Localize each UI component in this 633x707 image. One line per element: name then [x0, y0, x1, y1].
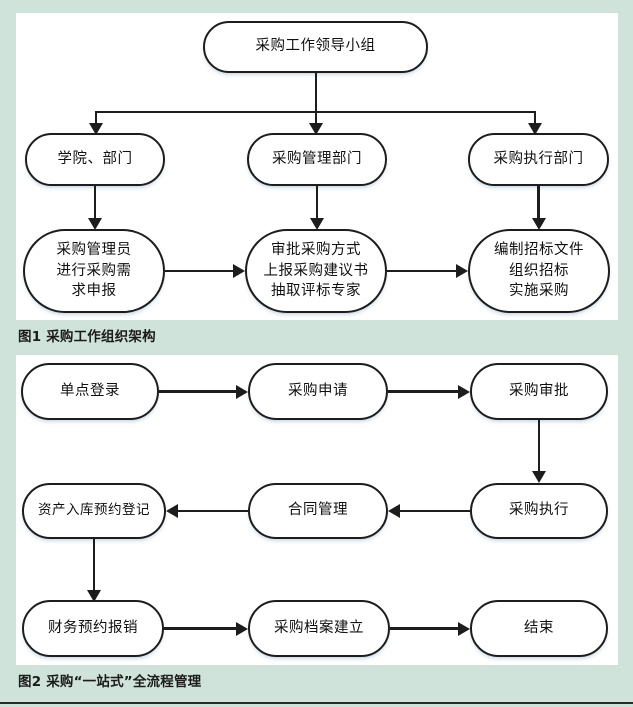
node-label: 编制招标文件 组织招标 实施采购 [494, 242, 584, 300]
connector-contract-to-asset [178, 509, 248, 513]
node-college-dept[interactable]: 学院、部门 [25, 133, 165, 186]
arrow-to-approve-method [310, 218, 324, 230]
figure1-panel: 采购工作领导小组 学院、部门 采购管理部门 采购执行部门 [16, 13, 618, 320]
connector-finance-to-archive [164, 627, 236, 630]
arrow-execution-to-contract [388, 504, 400, 518]
arrow-sso-to-request [236, 384, 248, 399]
node-label: 学院、部门 [57, 150, 133, 167]
connector-request-to-approval [388, 390, 458, 393]
connector-college-to-admin [93, 186, 97, 220]
arrow-request-to-approval [458, 384, 470, 399]
arrow-admin-to-approve [233, 264, 245, 278]
arrow-archive-to-end [458, 621, 470, 636]
figure2-caption: 图2 采购“一站式”全流程管理 [18, 674, 202, 690]
node-purchase-execution[interactable]: 采购执行 [470, 483, 608, 539]
arrow-to-prepare-tender [531, 218, 546, 230]
node-label: 采购执行部门 [493, 150, 584, 167]
connector-exec-to-tender [537, 186, 540, 220]
node-contract-management[interactable]: 合同管理 [248, 483, 388, 539]
connector-bus-drop-right [534, 111, 537, 125]
arrow-approve-to-tender [456, 264, 468, 278]
node-label: 采购管理员 进行采购需 求申报 [56, 242, 132, 300]
node-label: 财务预约报销 [48, 619, 138, 636]
node-admin-declare[interactable]: 采购管理员 进行采购需 求申报 [23, 229, 165, 313]
node-purchase-approval[interactable]: 采购审批 [470, 363, 608, 420]
node-label: 资产入库预约登记 [38, 502, 150, 519]
arrow-finance-to-archive [236, 621, 248, 636]
connector-approve-to-tender [387, 269, 456, 273]
arrow-to-procurement-exec-dept [528, 123, 542, 135]
connector-leader-trunk [314, 73, 318, 112]
node-single-sign-on[interactable]: 单点登录 [21, 363, 159, 420]
connector-asset-to-finance [92, 539, 96, 592]
figure1-caption: 图1 采购工作组织架构 [18, 329, 156, 345]
node-purchase-request[interactable]: 采购申请 [248, 363, 388, 420]
node-label: 采购档案建立 [274, 619, 364, 636]
node-finance-reimbursement[interactable]: 财务预约报销 [22, 600, 164, 657]
arrow-to-college-dept [89, 123, 103, 135]
node-label: 采购管理部门 [272, 150, 362, 167]
node-label: 采购执行 [509, 502, 569, 519]
node-label: 采购工作领导小组 [255, 38, 376, 55]
node-asset-inbound-registration[interactable]: 资产入库预约登记 [22, 483, 166, 539]
node-procurement-exec-dept[interactable]: 采购执行部门 [468, 133, 609, 186]
node-approve-method[interactable]: 审批采购方式 上报采购建议书 抽取评标专家 [245, 229, 387, 313]
arrow-to-admin-declare [88, 218, 102, 230]
node-label: 采购审批 [509, 382, 569, 399]
node-end[interactable]: 结束 [470, 600, 608, 657]
connector-execution-to-contract [400, 509, 470, 513]
node-label: 单点登录 [60, 382, 120, 399]
arrow-approval-to-execution [532, 471, 546, 483]
connector-bus-drop-left [95, 111, 98, 125]
arrow-contract-to-asset [166, 504, 178, 518]
arrow-to-procurement-mgmt-dept [309, 123, 323, 135]
node-label: 采购申请 [288, 382, 348, 399]
node-label: 结束 [524, 619, 554, 636]
connector-mgmt-to-approve [315, 186, 319, 220]
connector-approval-to-execution [537, 420, 541, 473]
arrow-asset-to-finance [87, 590, 101, 602]
connector-bus-drop-middle [314, 111, 318, 125]
node-leader-group[interactable]: 采购工作领导小组 [203, 21, 428, 73]
page-bottom-rule [0, 702, 633, 704]
connector-archive-to-end [390, 627, 458, 630]
node-archive-creation[interactable]: 采购档案建立 [248, 600, 390, 657]
node-label: 合同管理 [288, 502, 348, 519]
connector-admin-to-approve [165, 269, 233, 273]
node-label: 审批采购方式 上报采购建议书 抽取评标专家 [263, 242, 369, 300]
node-prepare-tender[interactable]: 编制招标文件 组织招标 实施采购 [468, 229, 610, 313]
node-procurement-mgmt-dept[interactable]: 采购管理部门 [247, 133, 387, 186]
figure2-panel: 单点登录 采购申请 采购审批 采购执行 合同管理 资产入库预约登记 [16, 355, 618, 665]
connector-sso-to-request [159, 390, 236, 393]
